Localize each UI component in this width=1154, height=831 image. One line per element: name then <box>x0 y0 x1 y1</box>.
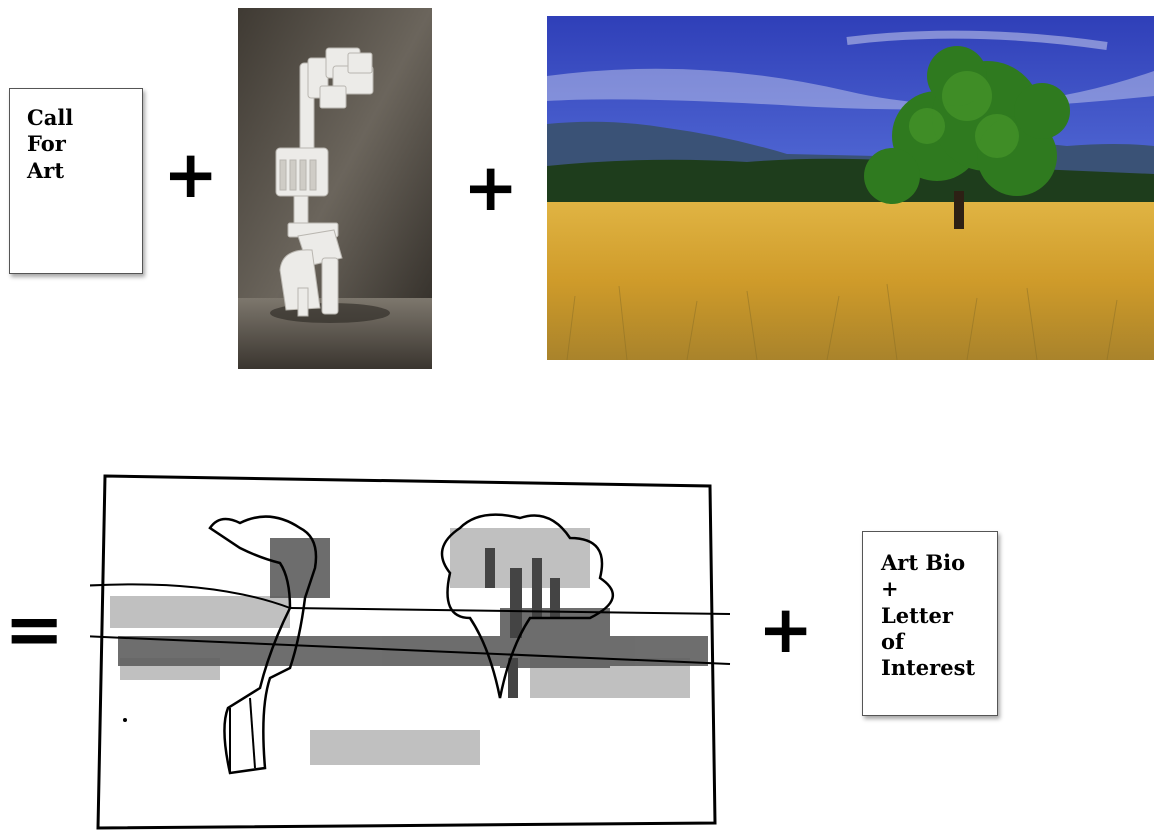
call-for-art-text: Call For Art <box>27 105 142 184</box>
plus-sign: + <box>758 597 813 663</box>
sculpture-photo <box>238 8 432 369</box>
art-bio-letter-card: Art Bio + Letter of Interest <box>862 531 998 716</box>
sketch-drawing <box>90 468 740 831</box>
art-bio-text: Art Bio + Letter of Interest <box>881 550 997 681</box>
landscape-graphic <box>547 16 1154 360</box>
plus-sign: + <box>463 155 518 221</box>
landscape-photo <box>547 16 1154 360</box>
sculpture-graphic <box>238 8 432 369</box>
sketch-graphic <box>90 468 740 831</box>
equals-sign: = <box>4 593 64 665</box>
plus-sign: + <box>163 142 218 208</box>
call-for-art-card: Call For Art <box>9 88 143 274</box>
